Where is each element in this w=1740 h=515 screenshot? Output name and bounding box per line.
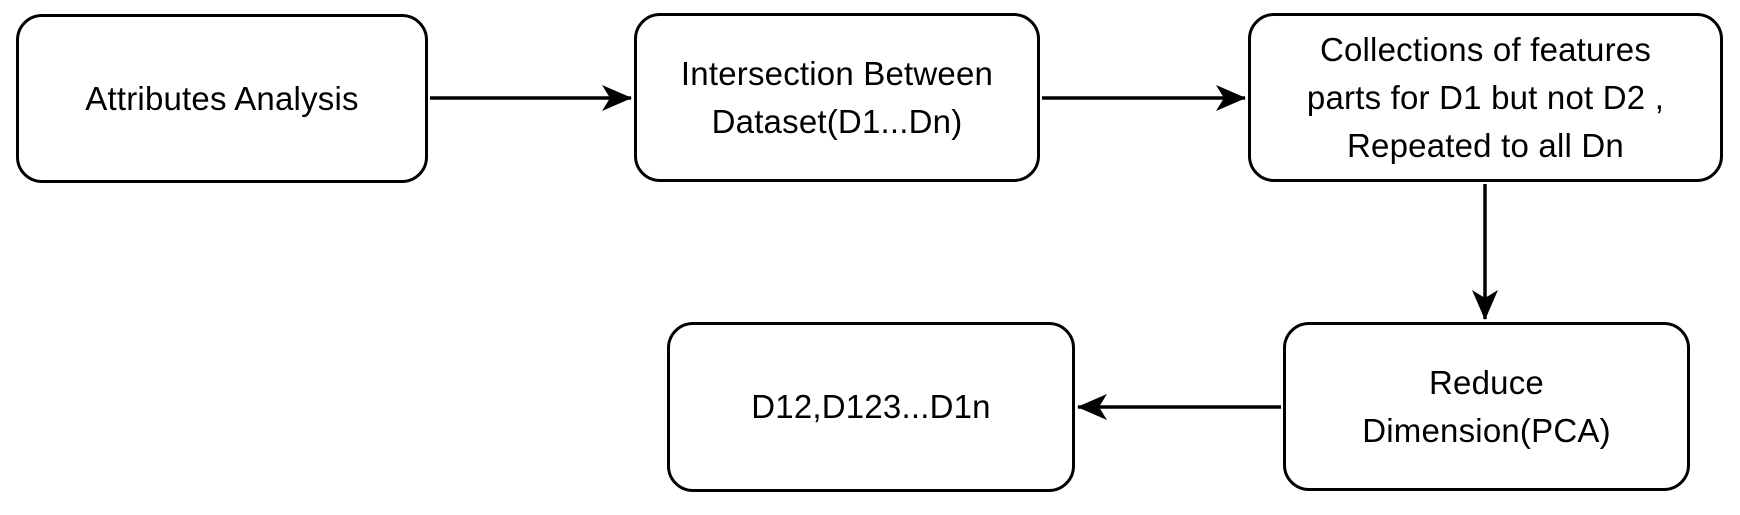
- node-result-datasets: D12,D123...D1n: [667, 322, 1075, 492]
- node-reduce-dimension-pca-label: Reduce Dimension(PCA): [1362, 363, 1611, 449]
- node-result-datasets-label: D12,D123...D1n: [751, 388, 991, 425]
- node-intersection-between-datasets-label: Intersection Between Dataset(D1...Dn): [680, 54, 994, 140]
- node-attributes-analysis-label: Attributes Analysis: [85, 79, 359, 117]
- node-reduce-dimension-pca: Reduce Dimension(PCA): [1283, 322, 1690, 491]
- node-collections-of-features-label: Collections of features parts for D1 but…: [1306, 30, 1665, 164]
- node-attributes-analysis: Attributes Analysis: [16, 14, 428, 183]
- node-collections-of-features: Collections of features parts for D1 but…: [1248, 13, 1723, 182]
- node-intersection-between-datasets: Intersection Between Dataset(D1...Dn): [634, 13, 1040, 182]
